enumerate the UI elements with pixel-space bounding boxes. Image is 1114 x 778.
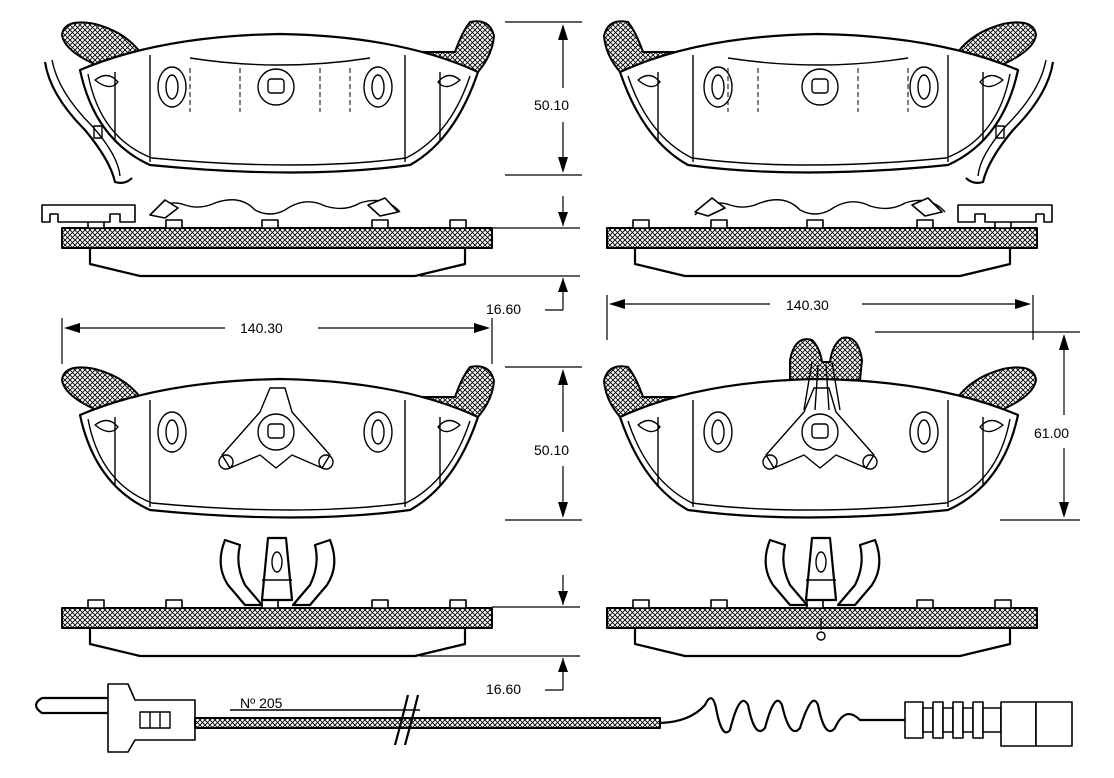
pad-bottom-left-front bbox=[60, 365, 496, 519]
dimension-label-pad-height-bottom: 50.10 bbox=[534, 442, 569, 458]
dimension-label-thickness-bottom: 16.60 bbox=[486, 681, 521, 697]
pad-bottom-left-side bbox=[60, 536, 494, 658]
sensor-label: Nº 205 bbox=[240, 695, 283, 711]
dimension-width-right bbox=[606, 295, 1034, 340]
pad-top-left-front bbox=[43, 20, 496, 184]
pad-bottom-right-front bbox=[602, 336, 1038, 519]
pad-top-right-side bbox=[605, 197, 1053, 278]
pad-top-left-side bbox=[41, 197, 494, 278]
wear-sensor-cable bbox=[34, 683, 1073, 753]
dimension-pad-height-bottom bbox=[505, 366, 582, 521]
dimension-label-width-left: 140.30 bbox=[240, 320, 283, 336]
dimension-thickness-top bbox=[420, 196, 580, 311]
dimension-label-pad-height-top: 50.10 bbox=[534, 97, 569, 113]
dimension-thickness-bottom bbox=[420, 575, 580, 691]
pad-top-right-front bbox=[602, 20, 1055, 184]
dimension-pad-height-right bbox=[875, 331, 1080, 521]
pad-bottom-right-side bbox=[605, 536, 1039, 658]
dimension-width-left bbox=[61, 318, 493, 364]
dimension-pad-height-top bbox=[505, 21, 582, 176]
dimension-label-width-right: 140.30 bbox=[786, 297, 829, 313]
dimension-label-thickness-top: 16.60 bbox=[486, 301, 521, 317]
dimension-label-pad-height-right: 61.00 bbox=[1034, 425, 1069, 441]
